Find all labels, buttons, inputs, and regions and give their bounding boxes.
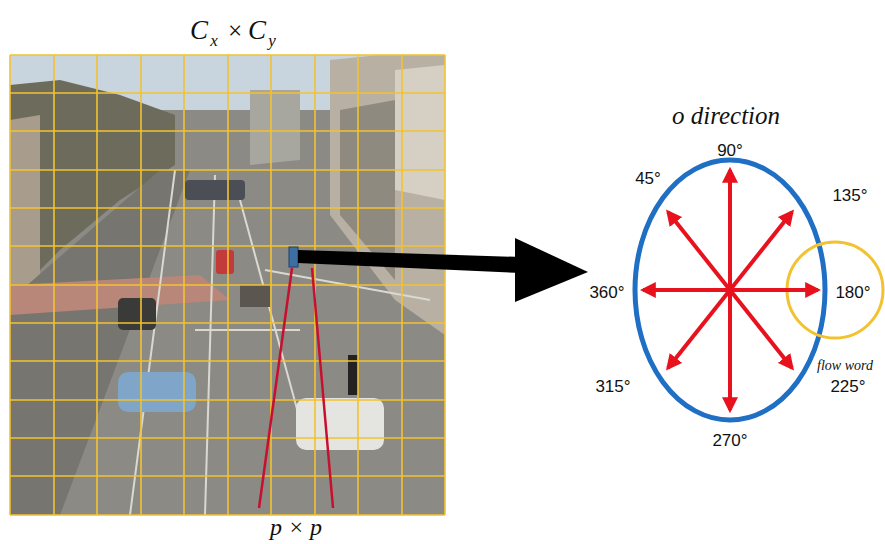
patch-leaders <box>259 268 333 508</box>
lane-markings <box>130 170 430 515</box>
direction-arrow <box>728 170 732 290</box>
patch-size: p × p <box>270 515 322 539</box>
flow-word-label: flow word <box>817 359 873 373</box>
red-car <box>216 250 234 274</box>
road <box>10 55 445 515</box>
direction-arrows <box>643 170 818 410</box>
angle-label: 90° <box>717 142 743 159</box>
sidewalk-left <box>10 170 190 515</box>
selected-patch <box>289 247 298 267</box>
direction-arrow <box>730 212 792 290</box>
direction-arrow <box>728 290 732 410</box>
white-car <box>296 398 384 450</box>
distant-buildings <box>250 90 300 165</box>
angle-label: 135° <box>832 187 867 204</box>
times-sign: × <box>227 18 244 43</box>
direction-arrow <box>730 288 818 292</box>
black-arrow-head <box>515 238 588 302</box>
black-arrow-shaft <box>298 250 522 273</box>
dark-car <box>118 298 156 330</box>
grid-subscript: y <box>268 32 276 49</box>
angle-label: 360° <box>589 284 624 301</box>
direction-arrow <box>643 288 730 292</box>
direction-arrow <box>730 290 792 368</box>
grid-subscript: x <box>210 32 218 49</box>
street-photo <box>10 55 445 515</box>
grid-symbol: C <box>248 17 266 44</box>
angle-label: 315° <box>595 378 630 395</box>
direction-title: o direction <box>672 103 780 128</box>
direction-circle <box>635 160 825 420</box>
angle-label: 45° <box>635 170 661 187</box>
grid <box>10 55 445 515</box>
angle-label: 270° <box>712 432 747 449</box>
angle-label: 180° <box>835 284 870 301</box>
traffic <box>185 180 245 200</box>
direction-arrow <box>668 212 730 290</box>
grid-symbol: C <box>190 17 208 44</box>
pedestrians <box>240 285 270 307</box>
angle-label: 225° <box>830 378 865 395</box>
direction-arrow <box>668 290 730 368</box>
